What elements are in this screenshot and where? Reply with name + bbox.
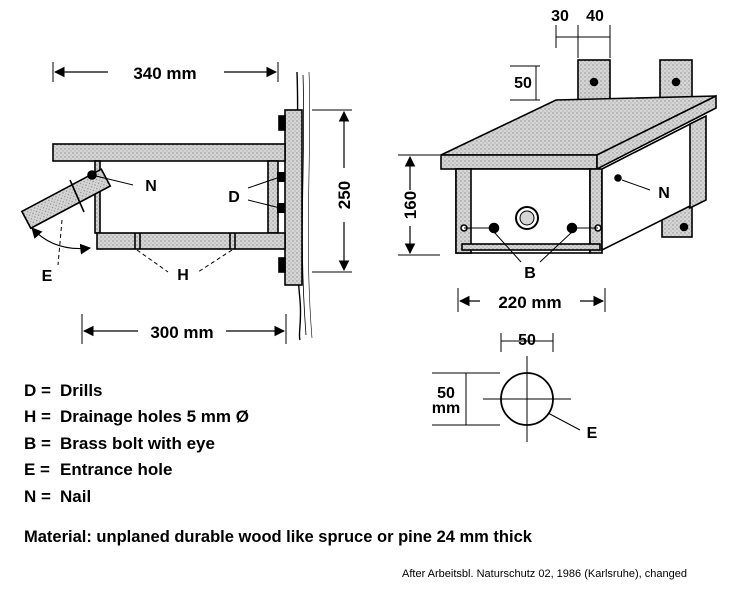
label-nail-side: N bbox=[145, 178, 157, 195]
material-note: Material: unplaned durable wood like spr… bbox=[24, 528, 532, 546]
label-entrance-side: E bbox=[42, 268, 53, 285]
dim-220: 220 mm bbox=[498, 293, 561, 312]
legend-key: B = bbox=[24, 434, 51, 453]
side-view bbox=[20, 62, 352, 344]
floor-board bbox=[96, 232, 286, 250]
dim-hole-diam-h: 50 bbox=[518, 332, 536, 349]
entrance-hole-detail bbox=[432, 333, 581, 442]
dim-160: 160 bbox=[401, 191, 420, 219]
legend-key: H = bbox=[24, 407, 51, 426]
legend-item-bolt: B = Brass bolt with eye bbox=[24, 434, 215, 454]
source-credit: After Arbeitsbl. Naturschutz 02, 1986 (K… bbox=[402, 568, 687, 580]
dim-hole-diam-v: 50 bbox=[437, 385, 455, 402]
legend-text: Entrance hole bbox=[60, 460, 173, 479]
legend-text: Nail bbox=[60, 487, 92, 506]
label-bolt: B bbox=[524, 265, 536, 282]
label-nail-front: N bbox=[658, 185, 670, 202]
legend-text: Drills bbox=[60, 381, 103, 400]
front-view bbox=[398, 25, 717, 312]
legend-text: Brass bolt with eye bbox=[60, 434, 215, 453]
label-drill: D bbox=[228, 189, 240, 206]
dim-40: 40 bbox=[586, 8, 604, 25]
back-board bbox=[284, 109, 303, 286]
front-flap bbox=[20, 168, 112, 230]
legend-key: D = bbox=[24, 381, 51, 400]
legend-text: Drainage holes 5 mm Ø bbox=[60, 407, 249, 426]
dim-hole-unit: mm bbox=[432, 400, 460, 417]
dim-300: 300 mm bbox=[150, 323, 213, 342]
legend-key: E = bbox=[24, 460, 50, 479]
legend-item-entrance: E = Entrance hole bbox=[24, 460, 172, 480]
legend-item-drills: D = Drills bbox=[24, 381, 103, 401]
label-drainage: H bbox=[177, 267, 189, 284]
dim-250: 250 bbox=[335, 181, 354, 209]
legend-key: N = bbox=[24, 487, 51, 506]
label-entrance-hole: E bbox=[587, 425, 598, 442]
legend-item-drainage: H = Drainage holes 5 mm Ø bbox=[24, 407, 249, 427]
roof-board bbox=[52, 143, 286, 162]
dim-340: 340 mm bbox=[133, 64, 196, 83]
dim-30: 30 bbox=[551, 8, 569, 25]
legend-item-nail: N = Nail bbox=[24, 487, 91, 507]
dim-50-bracket: 50 bbox=[514, 75, 532, 92]
